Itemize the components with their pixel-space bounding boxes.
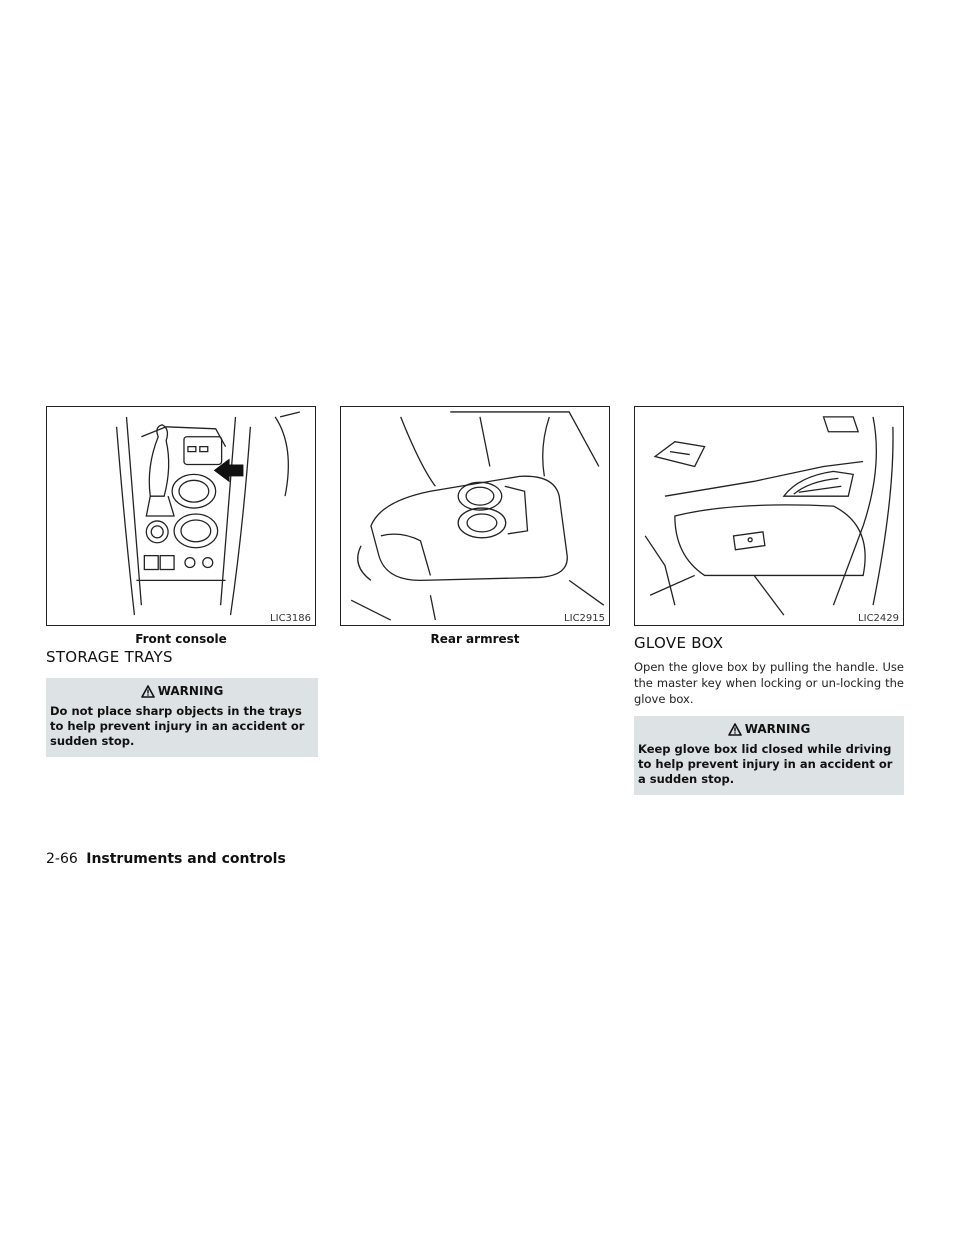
warning-box-storage: WARNING Do not place sharp objects in th…: [46, 678, 318, 757]
warning-triangle-icon: [140, 684, 155, 698]
front-console-illustration: [115, 411, 301, 616]
section-name: Instruments and controls: [86, 851, 286, 867]
warning-triangle-icon: [727, 722, 742, 736]
page-number: 2-66: [46, 851, 78, 867]
figure-rear-armrest: LIC2915: [340, 406, 610, 626]
section-title-storage-trays: STORAGE TRAYS: [46, 648, 173, 666]
warning-header: WARNING: [638, 722, 900, 736]
section-title-glove-box: GLOVE BOX: [634, 634, 724, 652]
warning-text: Do not place sharp objects in the trays …: [50, 704, 305, 748]
rear-armrest-illustration: [350, 411, 605, 621]
figure-front-console: LIC3186: [46, 406, 316, 626]
warning-label: WARNING: [157, 684, 224, 698]
warning-header: WARNING: [50, 684, 314, 698]
glove-box-instructions: Open the glove box by pulling the handle…: [634, 660, 904, 706]
warning-label: WARNING: [744, 722, 811, 736]
warning-box-glove: WARNING Keep glove box lid closed while …: [634, 716, 904, 795]
figure-code: LIC2429: [856, 613, 899, 624]
figure-caption: Rear armrest: [430, 632, 520, 646]
figure-glove-box: LIC2429: [634, 406, 904, 626]
glove-box-illustration: [644, 416, 894, 616]
figure-code: LIC2915: [562, 613, 605, 624]
warning-text: Keep glove box lid closed while driving …: [638, 742, 893, 786]
page-footer: 2-66 Instruments and controls: [46, 851, 286, 867]
figure-code: LIC3186: [268, 613, 311, 624]
figure-caption: Front console: [135, 632, 227, 646]
arrow-left-icon: [213, 458, 244, 483]
